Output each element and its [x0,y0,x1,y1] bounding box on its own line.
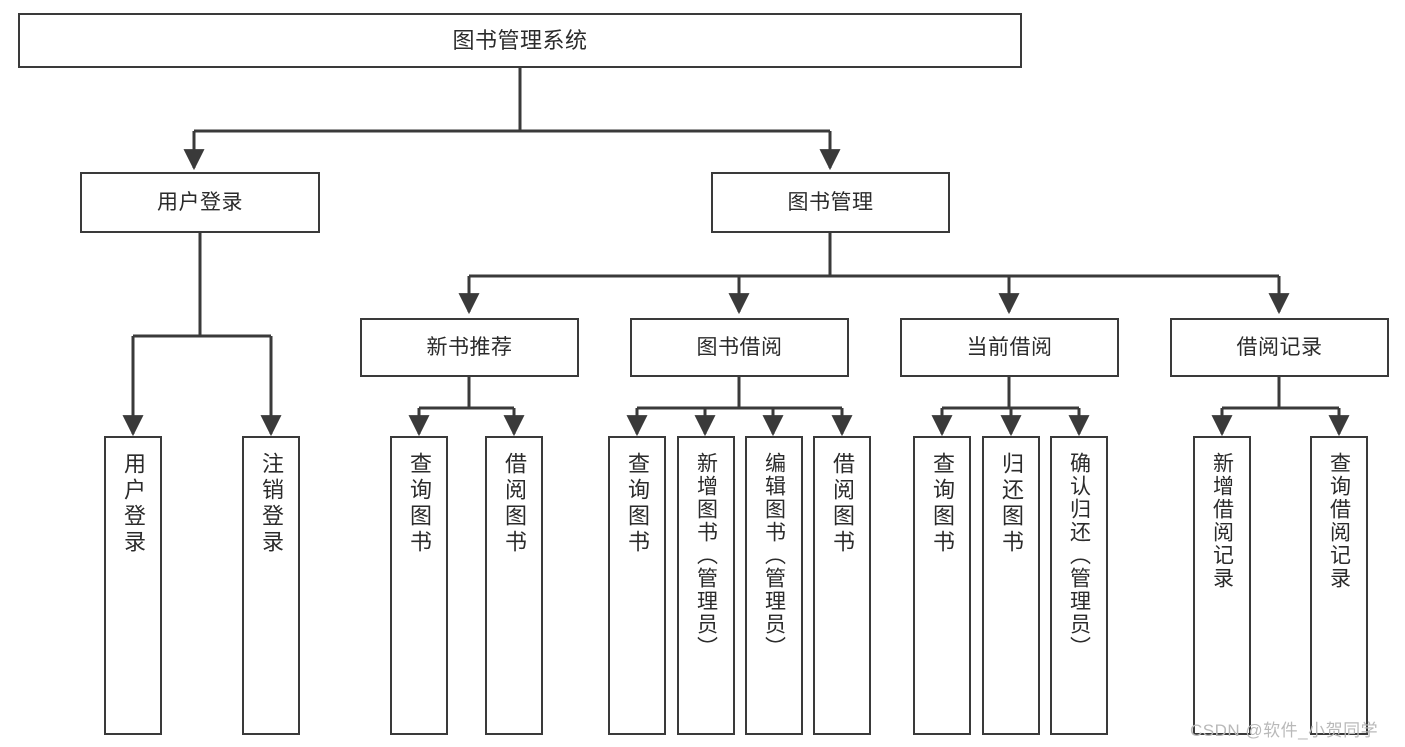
node-label: 当前借阅 [966,336,1053,359]
node-label: 新增图书（管理员） [694,452,718,659]
node-label: 借阅图书 [502,452,527,556]
node-label: 查询图书 [625,452,650,556]
node-leaf-query-book-1[interactable]: 查询图书 [390,436,448,735]
node-label: 用户登录 [157,191,243,214]
node-leaf-user-login[interactable]: 用户登录 [104,436,162,735]
node-leaf-borrow-book-2[interactable]: 借阅图书 [813,436,871,735]
node-label: 图书管理系统 [452,27,588,53]
node-label: 借阅图书 [830,452,855,556]
node-root-system[interactable]: 图书管理系统 [18,13,1022,68]
node-label: 编辑图书（管理员） [762,452,786,659]
node-label: 查询图书 [407,452,432,556]
node-label: 借阅记录 [1236,336,1323,359]
node-leaf-add-book[interactable]: 新增图书（管理员） [677,436,735,735]
node-leaf-confirm-return[interactable]: 确认归还（管理员） [1050,436,1108,735]
node-label: 图书管理 [787,191,874,214]
node-leaf-edit-book[interactable]: 编辑图书（管理员） [745,436,803,735]
node-book-borrow[interactable]: 图书借阅 [630,318,849,377]
node-label: 新书推荐 [426,336,513,359]
node-leaf-query-borrow-record[interactable]: 查询借阅记录 [1310,436,1368,735]
node-label: 用户登录 [121,452,146,556]
node-new-book-recommend[interactable]: 新书推荐 [360,318,579,377]
node-label: 图书借阅 [696,336,783,359]
node-user-login[interactable]: 用户登录 [80,172,320,233]
watermark-text: CSDN @软件_小贺同学 [1190,721,1379,740]
node-label: 注销登录 [259,452,284,556]
node-leaf-return-book[interactable]: 归还图书 [982,436,1040,735]
node-book-management[interactable]: 图书管理 [711,172,950,233]
node-label: 新增借阅记录 [1210,452,1234,590]
node-label: 查询借阅记录 [1327,452,1351,590]
node-label: 归还图书 [999,452,1024,556]
node-borrow-record[interactable]: 借阅记录 [1170,318,1389,377]
node-current-borrow[interactable]: 当前借阅 [900,318,1119,377]
node-leaf-user-logout[interactable]: 注销登录 [242,436,300,735]
node-leaf-query-book-3[interactable]: 查询图书 [913,436,971,735]
node-leaf-borrow-book-1[interactable]: 借阅图书 [485,436,543,735]
node-label: 确认归还（管理员） [1067,452,1091,659]
node-label: 查询图书 [930,452,955,556]
node-leaf-query-book-2[interactable]: 查询图书 [608,436,666,735]
node-leaf-add-borrow-record[interactable]: 新增借阅记录 [1193,436,1251,735]
